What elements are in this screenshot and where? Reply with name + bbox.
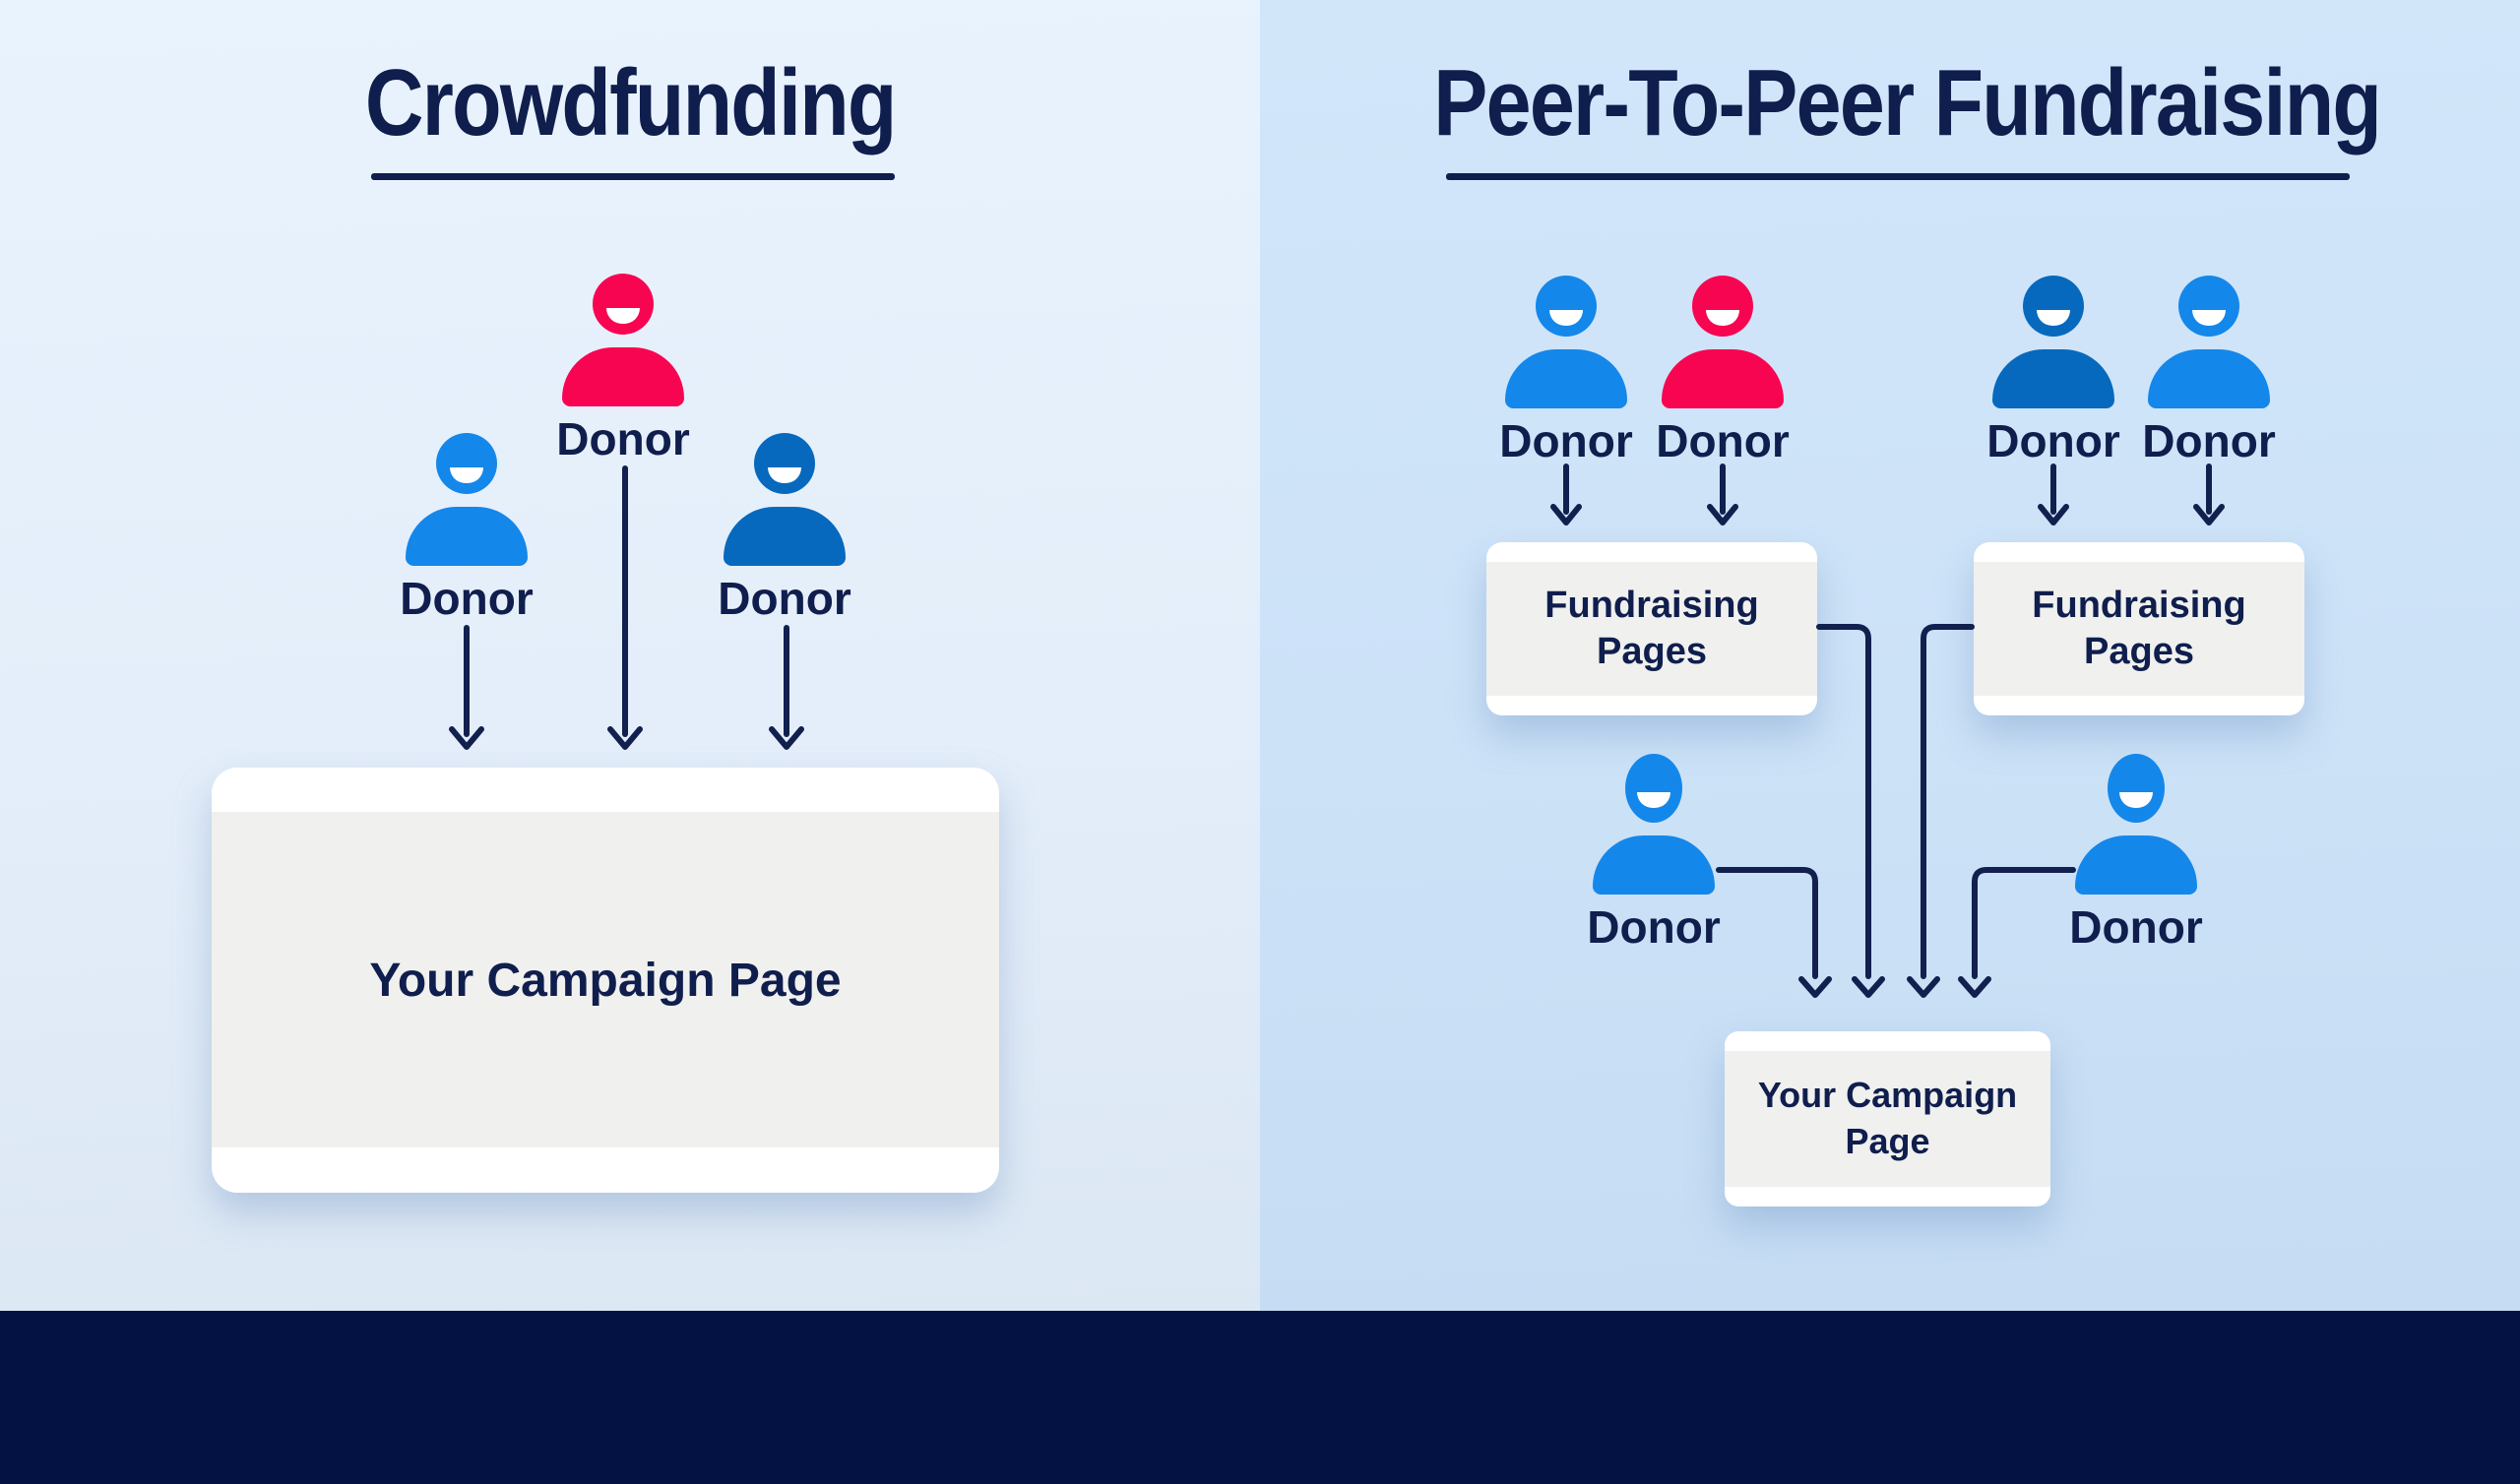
donor-head-icon xyxy=(593,274,654,335)
donor-label: Donor xyxy=(1499,415,1633,466)
donor-head-icon xyxy=(1536,276,1597,337)
donor-head-icon xyxy=(1625,754,1682,823)
donor-figure: Donor xyxy=(2069,754,2203,950)
fundraising-pages-label: Fundraising Pages xyxy=(1544,584,1759,673)
fundraising-pages-card: Fundraising Pages xyxy=(1974,542,2304,715)
donor-figure: Donor xyxy=(2142,276,2276,464)
crowdfunding-title-underline xyxy=(371,173,895,180)
donor-label: Donor xyxy=(1656,415,1790,466)
campaign-page-label: Your Campaign Page xyxy=(369,954,842,1007)
campaign-page-label: Your Campaign Page xyxy=(1757,1075,2018,1161)
donor-figure: Donor xyxy=(1587,754,1721,950)
donor-label: Donor xyxy=(718,573,851,624)
card-content-band xyxy=(212,812,999,1147)
donor-label: Donor xyxy=(2142,415,2276,466)
donor-body-icon xyxy=(1992,349,2114,408)
peer-to-peer-title: Peer-To-Peer Fundraising xyxy=(1356,51,2439,155)
donor-body-icon xyxy=(406,507,528,566)
donor-head-icon xyxy=(1692,276,1753,337)
donor-smile-icon xyxy=(606,307,640,324)
donor-label: Donor xyxy=(1587,901,1721,953)
donor-body-icon xyxy=(1662,349,1784,408)
donor-figure: Donor xyxy=(556,274,690,462)
donor-label: Donor xyxy=(556,413,690,464)
donor-body-icon xyxy=(724,507,846,566)
donor-body-icon xyxy=(1593,835,1715,895)
campaign-page-card: Your Campaign Page xyxy=(212,768,999,1193)
donor-head-icon xyxy=(2023,276,2084,337)
donor-body-icon xyxy=(562,347,684,406)
crowdfunding-title: Crowdfunding xyxy=(89,51,1171,155)
donor-figure: Donor xyxy=(1986,276,2120,464)
donor-smile-icon xyxy=(1706,309,1739,326)
crowdfunding-title-text: Crowdfunding xyxy=(364,50,897,155)
donor-smile-icon xyxy=(450,466,483,483)
donor-label: Donor xyxy=(2069,901,2203,953)
peer-to-peer-title-text: Peer-To-Peer Fundraising xyxy=(1433,50,2382,155)
donor-body-icon xyxy=(1505,349,1627,408)
donor-figure: Donor xyxy=(718,433,851,621)
donor-figure: Donor xyxy=(400,433,534,621)
peer-to-peer-title-underline xyxy=(1446,173,2350,180)
donor-figure: Donor xyxy=(1656,276,1790,464)
card-content-band xyxy=(1486,562,1817,696)
donor-label: Donor xyxy=(400,573,534,624)
card-content-band xyxy=(1725,1051,2050,1187)
donor-smile-icon xyxy=(1549,309,1583,326)
footer-bar: donorbox xyxy=(0,1311,2520,1484)
donor-head-icon xyxy=(2108,754,2165,823)
donor-smile-icon xyxy=(2192,309,2226,326)
fundraising-pages-card: Fundraising Pages xyxy=(1486,542,1817,715)
fundraising-pages-label: Fundraising Pages xyxy=(2032,584,2246,673)
donor-smile-icon xyxy=(1637,792,1670,809)
donor-body-icon xyxy=(2075,835,2197,895)
donor-body-icon xyxy=(2148,349,2270,408)
donor-head-icon xyxy=(754,433,815,494)
campaign-page-card: Your Campaign Page xyxy=(1725,1031,2050,1206)
donor-label: Donor xyxy=(1986,415,2120,466)
donor-head-icon xyxy=(2178,276,2239,337)
crowdfunding-panel: Crowdfunding Donor Donor Donor Your Camp… xyxy=(0,0,1260,1311)
donor-smile-icon xyxy=(768,466,801,483)
donor-head-icon xyxy=(436,433,497,494)
donor-smile-icon xyxy=(2037,309,2070,326)
donor-smile-icon xyxy=(2119,792,2153,809)
donor-figure: Donor xyxy=(1499,276,1633,464)
card-content-band xyxy=(1974,562,2304,696)
